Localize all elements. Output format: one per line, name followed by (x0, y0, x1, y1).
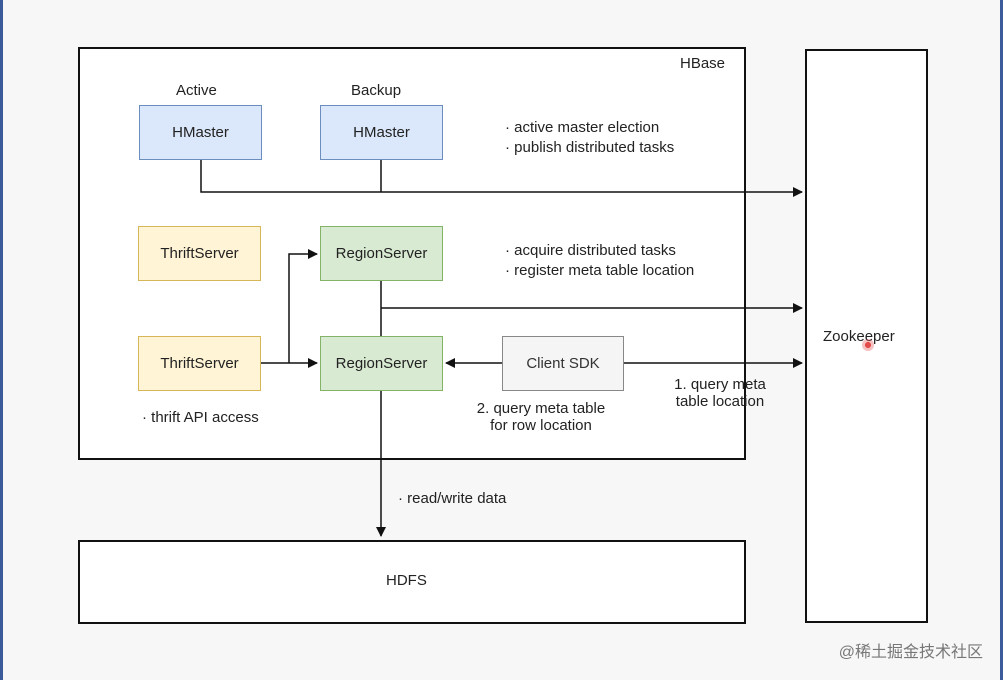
thrift-api-note: · thrift API access (142, 409, 259, 426)
hbase-title: HBase (680, 55, 726, 72)
zookeeper-box (805, 49, 928, 623)
client-sdk-node: Client SDK (502, 336, 624, 391)
thrift-server-node: ThriftServer (138, 226, 261, 281)
query-meta-line-2: table location (675, 393, 765, 410)
region-note-register: · register meta table location (505, 262, 695, 279)
window-edge-left (0, 0, 3, 680)
region-server-node: RegionServer (320, 336, 443, 391)
hmaster-backup-node: HMaster (320, 105, 443, 160)
thrift-server-node: ThriftServer (138, 336, 261, 391)
hdfs-box (78, 540, 746, 624)
region-note-acquire: · acquire distributed tasks (505, 242, 676, 259)
window-edge-right (1000, 0, 1003, 680)
hmaster-active-node: HMaster (139, 105, 262, 160)
read-write-note: · read/write data (398, 490, 507, 507)
query-meta-note: 1. query meta table location (640, 376, 800, 410)
query-row-note: 2. query meta table for row location (456, 400, 626, 434)
query-row-line-1: 2. query meta table (476, 400, 606, 417)
query-row-line-2: for row location (490, 417, 592, 434)
hdfs-label: HDFS (386, 572, 427, 589)
backup-label: Backup (351, 82, 402, 99)
active-label: Active (176, 82, 217, 99)
master-note-publish: · publish distributed tasks (505, 139, 675, 156)
region-server-node: RegionServer (320, 226, 443, 281)
master-note-election: · active master election (505, 119, 660, 136)
pointer-cursor-icon (862, 339, 874, 351)
watermark-text: @稀土掘金技术社区 (838, 644, 983, 661)
thrift-to-upper-region-edge (288, 249, 318, 363)
query-meta-line-1: 1. query meta (674, 376, 766, 393)
zookeeper-label: Zookeeper (823, 328, 895, 345)
hmaster-to-zookeeper-edge (200, 160, 803, 197)
